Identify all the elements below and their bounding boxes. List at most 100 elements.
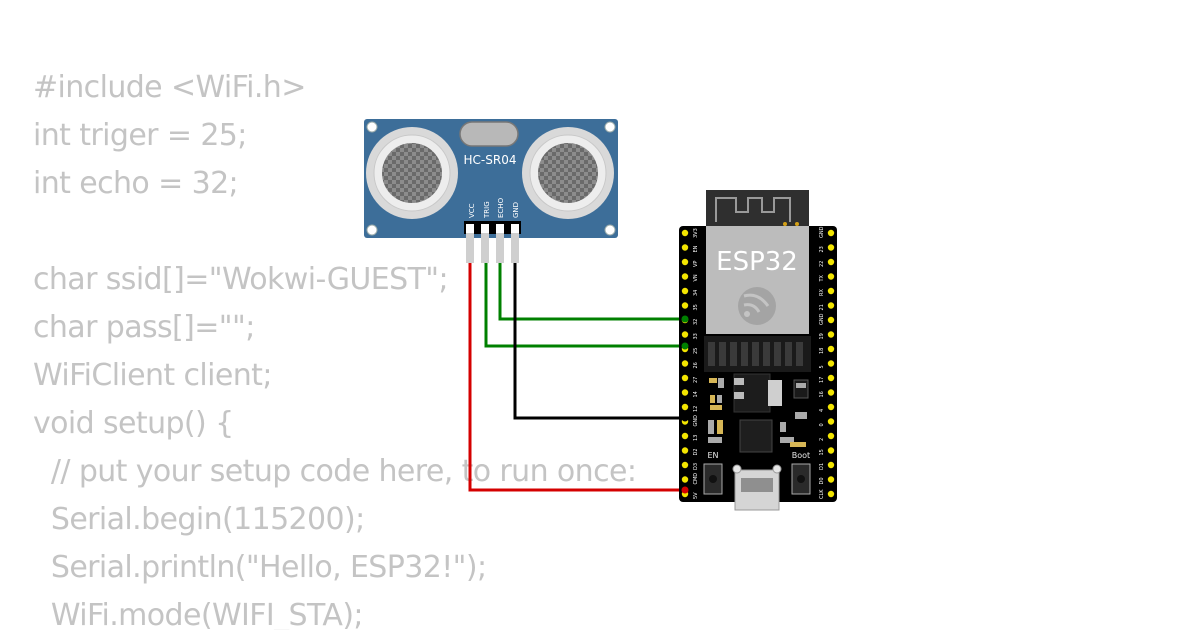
board-pin[interactable] [681,287,689,295]
board-pin-label: 18 [819,348,825,354]
board-pin-label: 27 [693,377,699,383]
board-pin[interactable] [827,331,835,338]
board-pin-label: 0 [819,423,825,426]
board-pin[interactable] [681,461,689,469]
sensor-label: HC-SR04 [464,153,517,167]
board-pin[interactable] [827,316,835,324]
board-pin[interactable] [827,418,835,425]
board-pin-label: 12 [693,406,699,412]
board-pin[interactable] [827,476,835,483]
board-pin-label: GND [819,313,825,325]
board-pin-label: 13 [693,435,699,441]
board-pin-label: 19 [819,333,825,339]
board-pin-label: VP [693,261,699,267]
sensor-pin-label-echo: ECHO [497,197,505,218]
board-pin[interactable] [681,389,689,396]
sensor-pin-trig[interactable] [481,224,489,233]
boot-button[interactable] [791,463,811,495]
board-pin-label: 33 [693,333,699,339]
wire-gnd[interactable] [513,232,685,420]
board-pin-label: GND [819,226,825,238]
board-pin[interactable] [681,258,689,266]
board-pin[interactable] [827,287,835,295]
board-pin-label: 22 [819,261,825,267]
board-pin-label: 25 [693,348,699,354]
wire-trig[interactable] [484,232,685,348]
sensor-pin-label-gnd: GND [512,202,520,218]
board-pin-label: 16 [819,391,825,397]
board-pin-label: CLK [819,489,825,499]
board-pin[interactable] [681,403,689,411]
board-pin[interactable] [681,374,689,382]
esp32-label: ESP32 [716,247,798,277]
sensor-pin-label-vcc: VCC [468,203,476,218]
board-pin[interactable] [681,331,689,338]
board-pin-label: 15 [819,449,825,455]
board-pin[interactable] [827,403,835,411]
board-pin-label: 21 [819,304,825,310]
wire-endpoints [681,315,689,494]
board-pin-label: 14 [693,391,699,397]
board-pin-label: D2 [693,448,699,455]
board-pin[interactable] [827,447,835,454]
board-pin[interactable] [827,244,835,251]
board-pin-label: 32 [693,319,699,325]
board-pin[interactable] [681,273,689,280]
board-pin-label: 26 [693,362,699,368]
board-pin[interactable] [681,432,689,440]
board-pin[interactable] [827,490,835,498]
board-pin-label: VN [693,274,699,281]
board-pin-label: 2 [819,438,825,441]
en-button[interactable] [703,463,723,495]
board-pin-label: 17 [819,377,825,383]
board-pin[interactable] [681,244,689,251]
wire-vcc[interactable] [468,232,685,492]
board-pin[interactable] [827,374,835,382]
mount-hole [604,224,616,236]
en-button-label: EN [707,451,718,460]
board-pin-label: D3 [693,463,699,470]
module-castellations [708,342,803,366]
sensor-pin-gnd[interactable] [511,224,519,233]
transducer-right [522,127,614,219]
smd-components [708,373,809,453]
board-pin[interactable] [681,302,689,309]
board-pin[interactable] [827,389,835,396]
board-pin[interactable] [827,432,835,440]
board-pin-label: CMD [693,473,699,485]
board-pin[interactable] [681,229,689,237]
board-pin-label: TX [819,274,825,282]
board-pin[interactable] [681,447,689,454]
wire-echo[interactable] [498,232,685,321]
board-pin-label: 23 [819,246,825,252]
board-pin-label: RX [819,289,825,296]
sensor-pin-vcc[interactable] [466,224,474,233]
board-pin-label: 5V [693,492,699,499]
board-pin[interactable] [827,258,835,266]
mount-hole [366,224,378,236]
board-pin[interactable] [827,273,835,280]
board-pin[interactable] [681,360,689,367]
board-pin-label: 34 [693,290,699,296]
sensor-pin-echo[interactable] [496,224,504,233]
esp32-board[interactable]: ESP32 3V3ENVPVN343532332526271412GND13D2… [679,190,837,511]
board-pin-label: 5 [819,365,825,368]
board-pin[interactable] [827,345,835,353]
micro-usb-connector[interactable] [732,464,782,511]
board-pin[interactable] [827,461,835,469]
wires [468,232,685,492]
board-pin[interactable] [681,476,689,483]
board-pin[interactable] [827,302,835,309]
left-pin-header: 3V3ENVPVN343532332526271412GND13D2D3CMD5… [681,228,699,499]
transducer-left [366,127,458,219]
hc-sr04-sensor[interactable]: HC-SR04 VCC TRIG ECHO GND [364,119,618,263]
board-pin-label: EN [693,245,699,252]
mount-hole [366,121,378,133]
board-pin[interactable] [827,360,835,367]
espressif-logo [738,287,776,325]
antenna-trace [715,197,791,222]
crystal-oscillator [459,121,519,147]
board-pin[interactable] [827,229,835,237]
